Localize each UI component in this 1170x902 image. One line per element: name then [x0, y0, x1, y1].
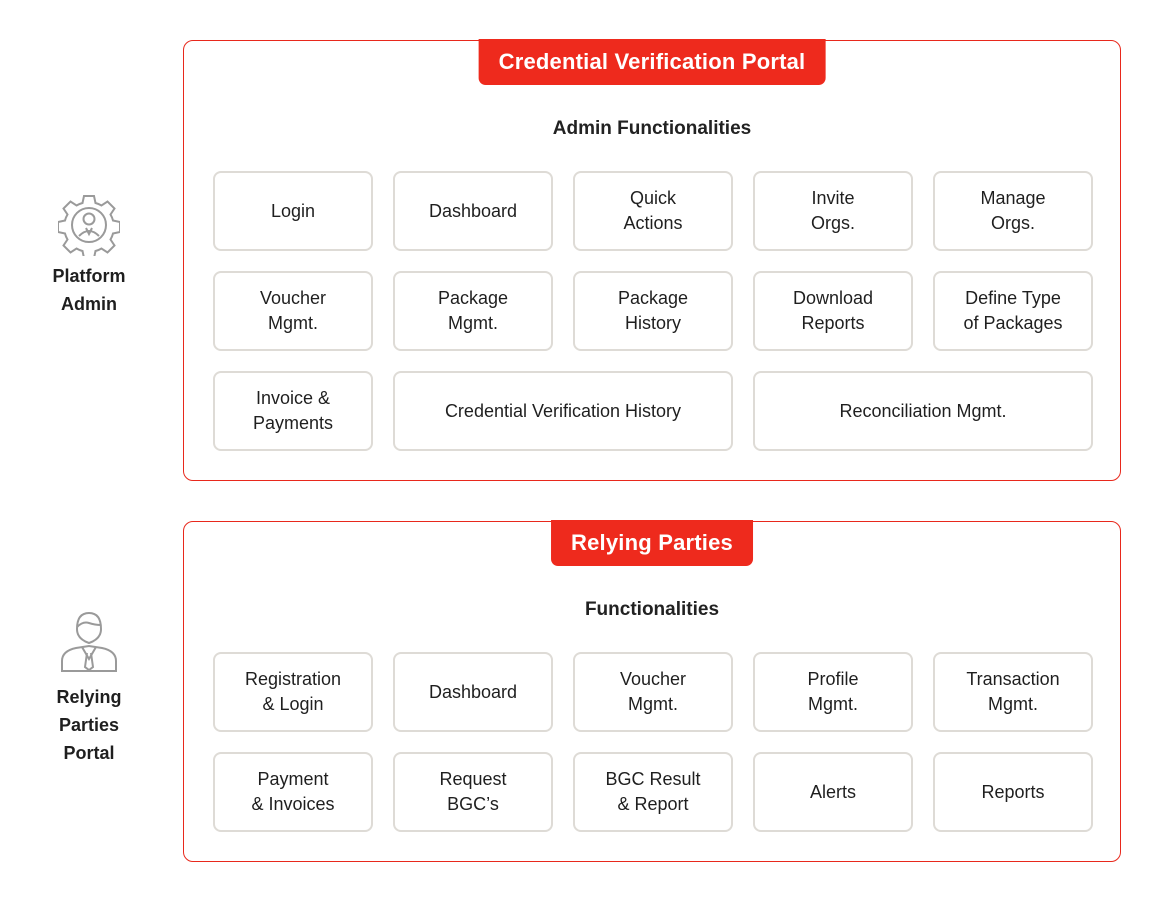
admin-panel-title: Credential Verification Portal [478, 39, 826, 85]
admin-item-invite-orgs: Invite Orgs. [753, 171, 913, 251]
admin-item-manage-orgs: Manage Orgs. [933, 171, 1093, 251]
cell-label: Invite Orgs. [810, 188, 855, 233]
relying-parties-label: Relying Parties Portal [29, 683, 149, 767]
admin-item-invoice-payments: Invoice & Payments [213, 371, 373, 451]
admin-item-voucher-mgmt: Voucher Mgmt. [213, 271, 373, 351]
cell-label: Manage Orgs. [980, 188, 1046, 233]
cell-label: Credential Verification History [444, 400, 682, 421]
cell-label: BGC Result & Report [605, 769, 701, 814]
cell-label: Dashboard [428, 681, 518, 702]
cell-label: Voucher Mgmt. [259, 288, 327, 333]
cell-label: Login [270, 200, 316, 221]
admin-item-download-reports: Download Reports [753, 271, 913, 351]
cell-label: Request BGC’s [439, 769, 507, 814]
cell-label: Dashboard [428, 200, 518, 221]
relying-item-alerts: Alerts [753, 752, 913, 832]
relying-parties-label-line: Relying [56, 687, 122, 707]
cell-label: Payment & Invoices [251, 769, 335, 814]
admin-item-package-history: Package History [573, 271, 733, 351]
relying-item-dashboard: Dashboard [393, 652, 553, 732]
relying-item-reports: Reports [933, 752, 1093, 832]
platform-admin-label-line: Admin [61, 294, 117, 314]
relying-parties-label-line: Portal [63, 743, 115, 763]
cell-label: Registration & Login [244, 669, 342, 714]
cell-label: Quick Actions [623, 188, 683, 233]
relying-item-transaction-mgmt: Transaction Mgmt. [933, 652, 1093, 732]
cell-label: Voucher Mgmt. [619, 669, 687, 714]
admin-item-quick-actions: Quick Actions [573, 171, 733, 251]
admin-item-package-mgmt: Package Mgmt. [393, 271, 553, 351]
cell-label: Download Reports [792, 288, 874, 333]
admin-item-reconciliation-mgmt: Reconciliation Mgmt. [753, 371, 1093, 451]
relying-item-voucher-mgmt: Voucher Mgmt. [573, 652, 733, 732]
relying-panel-title: Relying Parties [551, 520, 753, 566]
relying-panel: Relying Parties Functionalities Registra… [183, 520, 1121, 862]
platform-admin-role: Platform Admin [29, 194, 149, 318]
relying-parties-role: Relying Parties Portal [29, 609, 149, 767]
admin-item-credential-verification-history: Credential Verification History [393, 371, 733, 451]
relying-item-request-bgcs: Request BGC’s [393, 752, 553, 832]
relying-item-profile-mgmt: Profile Mgmt. [753, 652, 913, 732]
user-icon [61, 611, 117, 672]
cell-label: Reports [981, 781, 1045, 802]
cell-label: Package History [617, 288, 689, 333]
relying-item-bgc-result-report: BGC Result & Report [573, 752, 733, 832]
admin-item-define-type-of-packages: Define Type of Packages [933, 271, 1093, 351]
platform-admin-label: Platform Admin [29, 262, 149, 318]
relying-panel-heading: Functionalities [584, 599, 720, 620]
platform-admin-label-line: Platform [52, 266, 126, 286]
relying-item-payment-invoices: Payment & Invoices [213, 752, 373, 832]
cell-label: Alerts [809, 781, 856, 802]
cell-label: Define Type of Packages [963, 288, 1063, 333]
relying-parties-label-line: Parties [58, 715, 120, 735]
cell-label: Transaction Mgmt. [966, 669, 1060, 714]
admin-panel: Credential Verification Portal Admin Fun… [183, 39, 1121, 481]
cell-label: Reconciliation Mgmt. [839, 400, 1007, 421]
gear-user-icon [58, 195, 120, 256]
relying-item-registration-login: Registration & Login [213, 652, 373, 732]
admin-item-dashboard: Dashboard [393, 171, 553, 251]
admin-panel-heading: Admin Functionalities [552, 118, 752, 139]
cell-label: Profile Mgmt. [807, 669, 859, 714]
admin-item-login: Login [213, 171, 373, 251]
cell-label: Package Mgmt. [437, 288, 509, 333]
cell-label: Invoice & Payments [252, 388, 334, 433]
